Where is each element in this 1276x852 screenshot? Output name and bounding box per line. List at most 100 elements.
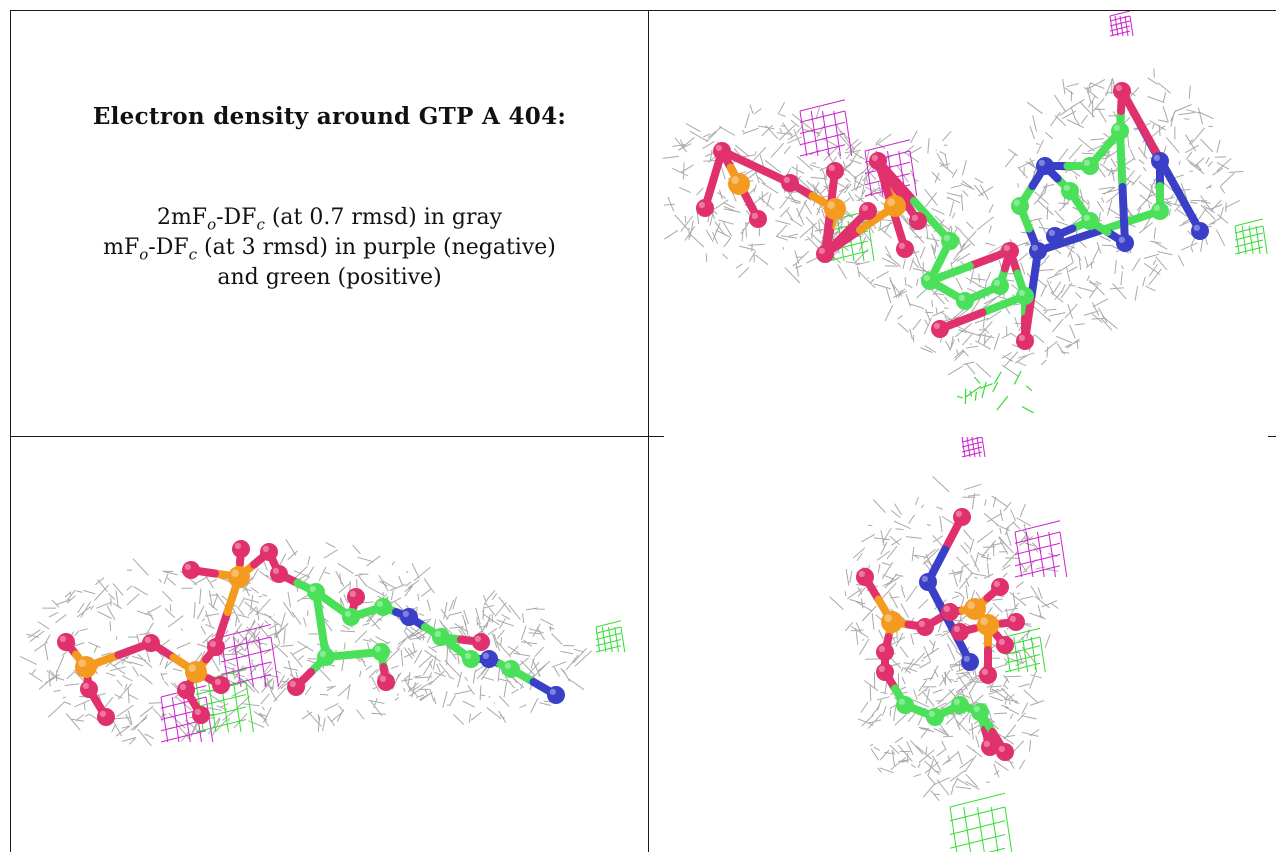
gtp-atom-highlight	[1113, 124, 1120, 131]
gtp-atom-o	[916, 618, 934, 636]
gtp-atom-o	[869, 152, 887, 170]
gtp-atom-highlight	[1031, 244, 1038, 252]
gtp-atom-p	[977, 614, 999, 636]
gtp-bond	[1118, 87, 1165, 165]
gtp-atom-highlight	[59, 635, 66, 642]
gtp-atom-highlight	[963, 655, 970, 662]
gtp-atom-highlight	[783, 176, 790, 184]
positive-density-cage	[1234, 218, 1268, 255]
negative-density-cage	[961, 437, 986, 458]
gtp-atom-c	[342, 608, 360, 626]
gtp-atom-highlight	[878, 665, 885, 672]
legend-line-gray: 2mFo-DFc (at 0.7 rmsd) in gray	[11, 203, 648, 233]
gtp-atom-highlight	[818, 247, 825, 255]
positive-density-cage	[1004, 627, 1046, 673]
gtp-atom-highlight	[1083, 159, 1090, 167]
gtp-atom-o	[896, 240, 914, 258]
gtp-atom-highlight	[943, 234, 950, 242]
gtp-atom-highlight	[272, 567, 279, 574]
gtp-atom-o	[826, 162, 844, 180]
gtp-atom-highlight	[828, 164, 835, 172]
gtp-atom-c	[502, 660, 520, 678]
molecule-render	[662, 11, 1268, 414]
gtp-atom-n	[480, 650, 498, 668]
legend-gray-rest: (at 0.7 rmsd) in gray	[264, 205, 503, 230]
gtp-atom-highlight	[188, 664, 196, 672]
gtp-atom-o	[1007, 613, 1025, 631]
gtp-atom-c	[1061, 182, 1079, 200]
gtp-bond	[1157, 157, 1204, 235]
gtp-atom-highlight	[715, 144, 722, 152]
density-view-bottom-right	[650, 437, 1276, 852]
gtp-atom-highlight	[933, 322, 940, 329]
gtp-bond	[1034, 227, 1103, 255]
gtp-atom-n	[1116, 234, 1134, 252]
gtp-atom-o	[270, 565, 288, 583]
gtp-atom-highlight	[955, 510, 962, 517]
positive-density-cage	[949, 792, 1013, 852]
gtp-atom-n	[961, 653, 979, 671]
density-view-top-right	[650, 11, 1276, 436]
gtp-atom-c	[432, 628, 450, 646]
gtp-atom-o	[182, 561, 200, 579]
gtp-atom-highlight	[1118, 236, 1125, 244]
gtp-atom-o	[207, 638, 225, 656]
gtp-atom-p	[185, 661, 207, 683]
gtp-atom-highlight	[1153, 204, 1160, 212]
density-view-bottom-left	[11, 437, 648, 852]
gtp-atom-o	[996, 743, 1014, 761]
gtp-atom-highlight	[898, 698, 905, 705]
gtp-atom-highlight	[1153, 154, 1160, 162]
legend-diff-mid: -DF	[148, 235, 189, 260]
gtp-atom-highlight	[402, 610, 409, 617]
negative-density-cage	[220, 624, 279, 688]
gtp-atom-o	[859, 202, 877, 220]
gtp-atom-o	[1113, 82, 1131, 100]
gtp-atom-highlight	[1003, 244, 1010, 252]
figure-title: Electron density around GTP A 404:	[92, 103, 567, 130]
gtp-atom-highlight	[827, 201, 835, 209]
gtp-atom-highlight	[1193, 224, 1200, 232]
gtp-atom-o	[472, 633, 490, 651]
gtp-atom-c	[1081, 212, 1099, 230]
molecule-render	[19, 539, 626, 747]
gtp-atom-highlight	[1018, 289, 1025, 296]
gtp-atom-c	[951, 696, 969, 714]
gtp-atom-o	[816, 245, 834, 263]
gtp-atom-highlight	[1013, 199, 1020, 207]
gtp-atom-p	[75, 656, 97, 678]
table-row-divider-mid	[636, 436, 664, 437]
gtp-atom-highlight	[1048, 229, 1055, 237]
negative-density-cage	[1109, 11, 1134, 37]
gtp-atom-highlight	[179, 683, 187, 690]
gray-density-mesh	[829, 476, 1059, 726]
gtp-atom-highlight	[871, 154, 878, 162]
gtp-atom-o	[941, 603, 959, 621]
gtp-atom-highlight	[99, 710, 106, 717]
gtp-atom-highlight	[289, 680, 296, 687]
gtp-atom-highlight	[967, 601, 975, 609]
gtp-atom-highlight	[482, 652, 489, 659]
gtp-atom-o	[981, 738, 999, 756]
gtp-atom-o	[876, 663, 894, 681]
gtp-atom-p	[964, 598, 986, 620]
gtp-atom-highlight	[1063, 184, 1070, 192]
gtp-atom-c	[896, 696, 914, 714]
gtp-atom-o	[212, 676, 230, 694]
gtp-atom-highlight	[262, 545, 269, 552]
gtp-bond	[1118, 183, 1129, 247]
gtp-atom-highlight	[231, 569, 239, 577]
legend-line-diff: mFo-DFc (at 3 rmsd) in purple (negative)	[11, 233, 648, 263]
gtp-atom-highlight	[214, 678, 222, 685]
gtp-atom-o	[749, 210, 767, 228]
gtp-atom-highlight	[194, 708, 202, 715]
gtp-atom-o	[177, 681, 195, 699]
gtp-atom-highlight	[861, 204, 868, 212]
gtp-atom-highlight	[973, 705, 980, 712]
gtp-atom-highlight	[998, 745, 1005, 752]
gtp-atom-highlight	[858, 570, 865, 577]
gtp-atom-highlight	[958, 294, 965, 301]
gtp-atom-o	[1016, 332, 1034, 350]
gtp-atom-highlight	[884, 614, 892, 622]
